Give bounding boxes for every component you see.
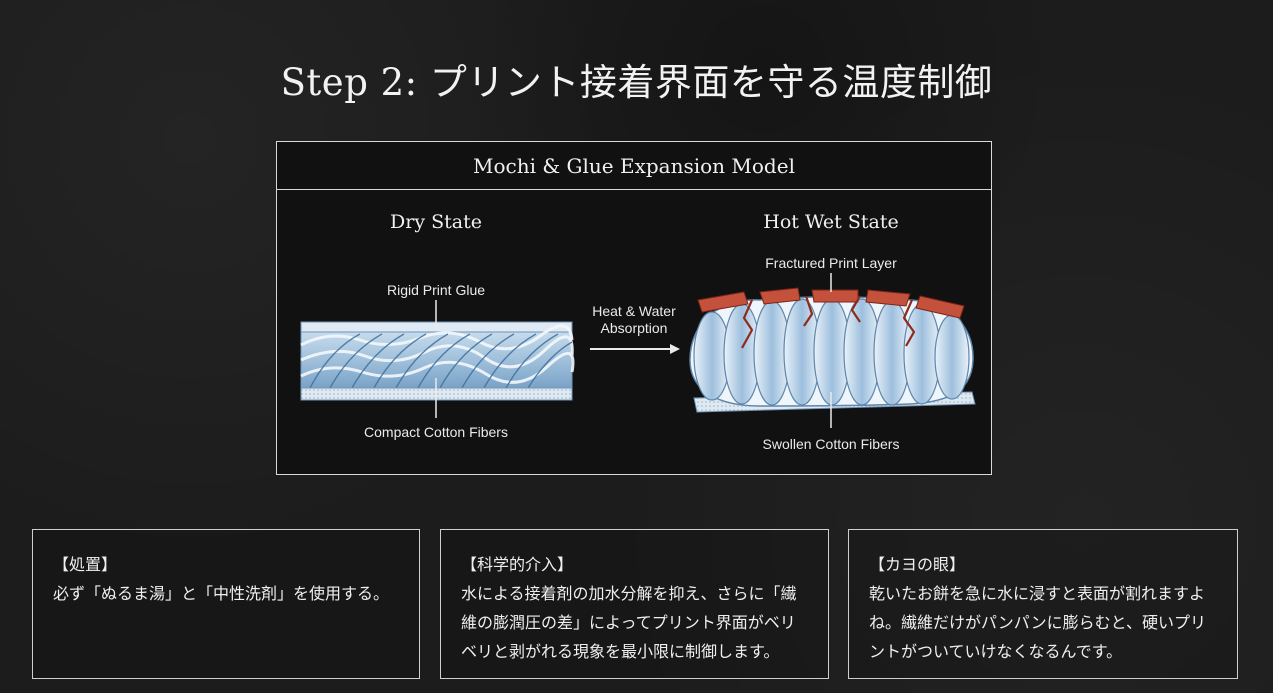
treatment-box: 【処置】 必ず「ぬるま湯」と「中性洗剤」を使用する。 [32,529,420,679]
wet-fiber-block [689,273,976,428]
compact-cotton-fibers-label: Compact Cotton Fibers [364,424,508,440]
scientific-intervention-heading: 【科学的介入】 [461,555,574,574]
page-title: Step 2: プリント接着界面を守る温度制御 [280,61,993,104]
fractured-print-layer-label: Fractured Print Layer [765,255,897,271]
model-header: Mochi & Glue Expansion Model [277,142,991,190]
arrow-label-line2: Absorption [601,320,668,336]
dry-state-heading: Dry State [390,211,482,233]
rigid-print-glue-label: Rigid Print Glue [387,282,485,298]
kayo-eye-box: 【カヨの眼】 乾いたお餅を急に水に浸すと表面が割れますよね。繊維だけがパンパンに… [848,529,1238,679]
kayo-eye-text: 乾いたお餅を急に水に浸すと表面が割れますよね。繊維だけがパンパンに膨らむと、硬い… [869,584,1206,661]
dry-fiber-block [300,300,575,418]
wet-state-heading: Hot Wet State [763,211,898,233]
scientific-intervention-box: 【科学的介入】 水による接着剤の加水分解を抑え、さらに「繊維の膨潤圧の差」によっ… [440,529,829,679]
treatment-text: 必ず「ぬるま湯」と「中性洗剤」を使用する。 [53,584,390,603]
treatment-heading: 【処置】 [53,555,118,574]
arrow-icon [590,344,680,354]
scientific-intervention-text: 水による接着剤の加水分解を抑え、さらに「繊維の膨潤圧の差」によってプリント界面が… [461,584,797,661]
kayo-eye-heading: 【カヨの眼】 [869,555,966,574]
swollen-cotton-fibers-label: Swollen Cotton Fibers [763,436,900,452]
arrow-label-line1: Heat & Water [592,303,676,319]
